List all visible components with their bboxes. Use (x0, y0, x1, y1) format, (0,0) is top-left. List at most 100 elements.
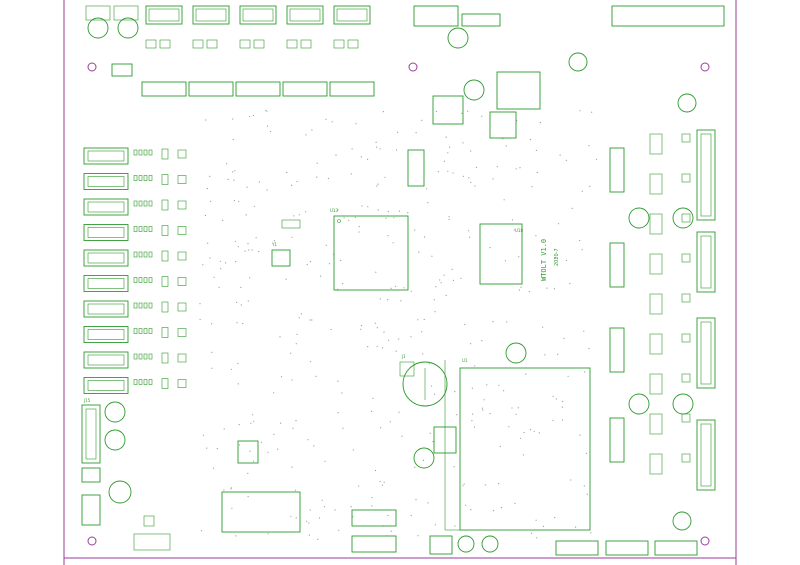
via-dot (293, 215, 295, 217)
via-dot (375, 141, 377, 143)
via-dot (422, 353, 424, 355)
via-dot (390, 287, 392, 289)
relay-top-inner (195, 8, 227, 22)
via-dot (295, 517, 297, 519)
via-dot (236, 322, 238, 324)
via-dot (474, 185, 476, 187)
via-dot (437, 171, 439, 173)
via-dot (390, 530, 392, 532)
via-dot (273, 433, 275, 435)
via-dot (559, 154, 561, 156)
via-dot (235, 535, 237, 537)
via-dot (427, 202, 429, 204)
connector-left (83, 351, 129, 369)
via-dot (449, 146, 451, 148)
via-dot (341, 392, 343, 394)
via-dot (280, 422, 282, 424)
via-dot (342, 427, 344, 429)
via-dot (358, 485, 360, 487)
via-dot (447, 170, 449, 172)
header-bottom (605, 540, 649, 556)
resistor-footprint (133, 277, 138, 283)
via-dot (387, 235, 389, 237)
resistor-footprint (143, 302, 148, 309)
via-dot (542, 525, 545, 528)
board-date-text: 2020-7 (554, 248, 560, 266)
via-dot (464, 323, 466, 326)
via-dot (294, 489, 297, 491)
connector-left (83, 326, 129, 343)
via-dot (376, 327, 378, 329)
via-dot (372, 397, 374, 399)
via-dot (309, 319, 311, 321)
via-dot (325, 244, 327, 246)
resistor-footprint (133, 200, 138, 207)
resistor-footprint (161, 352, 169, 364)
via-dot (426, 188, 428, 190)
connector-left-inner (87, 329, 125, 340)
via-dot (585, 452, 588, 454)
via-dot (429, 432, 431, 434)
resistor-footprint (143, 379, 148, 385)
resistor-footprint (148, 149, 153, 156)
via-dot (410, 290, 412, 292)
resistor-footprint (161, 378, 169, 389)
via-dot (238, 200, 240, 202)
via-dot (440, 282, 442, 284)
via-dot (296, 180, 298, 183)
via-dot (511, 219, 514, 221)
via-dot (308, 534, 310, 536)
via-dot (226, 163, 228, 165)
via-dot (233, 199, 235, 202)
via-dot (209, 257, 211, 259)
via-dot (291, 379, 293, 381)
via-dot (296, 333, 298, 335)
resistor-footprint (138, 175, 143, 181)
connector-right-inner (700, 423, 712, 487)
led-footprint (681, 333, 691, 343)
via-dot (552, 395, 554, 397)
connector-left-inner (87, 303, 125, 315)
via-dot (434, 524, 436, 526)
via-dot (584, 371, 586, 373)
ic-right (609, 147, 625, 193)
via-dot (290, 352, 292, 354)
via-dot (258, 181, 260, 183)
via-dot (473, 426, 475, 428)
capacitor-footprint (672, 207, 694, 229)
via-dot (352, 449, 354, 451)
led-footprint (681, 413, 691, 423)
via-dot (434, 311, 436, 313)
via-dot (448, 218, 450, 220)
chip-bottom-left (133, 533, 171, 551)
led-footprint (177, 379, 187, 388)
via-dot (321, 499, 323, 501)
via-dot (248, 249, 250, 251)
via-dot (401, 435, 403, 437)
via-dot (232, 171, 234, 173)
via-dot (588, 145, 590, 147)
via-dot (230, 487, 232, 489)
via-dot (350, 506, 352, 508)
via-dot (427, 502, 429, 504)
via-dot (421, 331, 423, 333)
resistor-footprint (143, 328, 148, 334)
via-dot (265, 109, 267, 111)
via-dot (471, 420, 473, 422)
via-dot (231, 507, 233, 509)
led-footprint (177, 353, 187, 363)
via-dot (370, 410, 373, 412)
capacitor-footprint (104, 401, 126, 423)
resistor-footprint (138, 379, 143, 385)
via-dot (383, 331, 385, 333)
via-dot (358, 225, 360, 228)
via-dot (234, 170, 236, 172)
via-dot (367, 346, 369, 348)
connector-left-inner (87, 278, 125, 289)
resistor-footprint (138, 302, 143, 309)
via-dot (569, 282, 571, 285)
via-dot (453, 466, 455, 468)
via-dot (306, 520, 308, 522)
led-footprint (177, 175, 187, 184)
led-footprint (177, 328, 187, 337)
